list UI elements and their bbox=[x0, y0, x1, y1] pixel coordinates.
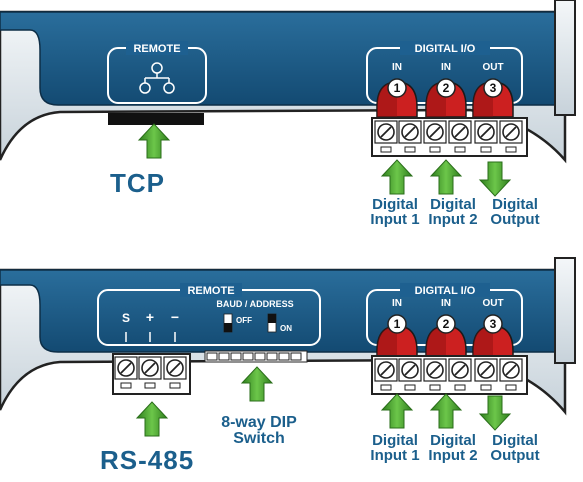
rs485-pin-s: S bbox=[122, 311, 130, 325]
top-input2-arrow bbox=[430, 159, 462, 195]
bottom-channel-number-3: 3 bbox=[490, 317, 497, 331]
rs485-pin-minus: − bbox=[171, 309, 179, 325]
top-digital-io-label-bg bbox=[400, 41, 490, 55]
top-channel-label-1: IN bbox=[392, 62, 402, 73]
network-icon bbox=[139, 62, 175, 94]
bottom-device: REMOTE S + − BAUD / ADDRESS OFF ON DIGIT… bbox=[0, 257, 576, 437]
top-digital-io-label: DIGITAL I/O bbox=[415, 43, 476, 55]
tcp-label: TCP bbox=[110, 168, 165, 198]
baud-address-label: BAUD / ADDRESS bbox=[216, 299, 293, 309]
tcp-port bbox=[108, 113, 204, 125]
top-channel-number-1: 1 bbox=[394, 81, 401, 95]
dip-arrow bbox=[241, 366, 273, 402]
tcp-arrow bbox=[138, 123, 170, 159]
bottom-channel-label-3: OUT bbox=[482, 298, 503, 309]
bottom-channel-number-1: 1 bbox=[394, 317, 401, 331]
dip-off-label: OFF bbox=[236, 316, 252, 325]
top-channel-label-2: IN bbox=[441, 62, 451, 73]
bottom-channel-number-2: 2 bbox=[443, 317, 450, 331]
top-output-arrow bbox=[479, 161, 511, 197]
top-remote-label-bg bbox=[126, 41, 188, 55]
dip-switch-8way bbox=[204, 350, 308, 363]
bottom-output-arrow bbox=[479, 395, 511, 431]
bottom-channel-label-1: IN bbox=[392, 298, 402, 309]
top-channel-label-3: OUT bbox=[482, 62, 503, 73]
bottom-channel-label-2: IN bbox=[441, 298, 451, 309]
top-channel-number-2: 2 bbox=[443, 81, 450, 95]
rs485-label: RS-485 bbox=[100, 445, 195, 475]
rs485-terminal-screws bbox=[114, 356, 187, 389]
top-channel-number-3: 3 bbox=[490, 81, 497, 95]
bottom-remote-label-bg bbox=[180, 283, 242, 297]
bottom-input2-arrow bbox=[430, 393, 462, 429]
top-device: REMOTE DIGITAL I/O IN IN OUT 1 2 3 bbox=[0, 0, 576, 197]
top-remote-label: REMOTE bbox=[133, 43, 180, 55]
top-input1-arrow bbox=[381, 159, 413, 195]
rs485-arrow bbox=[136, 401, 168, 437]
bottom-digital-io-label: DIGITAL I/O bbox=[415, 285, 476, 297]
rs485-pin-plus: + bbox=[146, 309, 154, 325]
bottom-digital-io-label-bg bbox=[400, 283, 490, 297]
dip-on-label: ON bbox=[280, 324, 292, 333]
bottom-remote-label: REMOTE bbox=[187, 285, 234, 297]
bottom-input1-arrow bbox=[381, 393, 413, 429]
